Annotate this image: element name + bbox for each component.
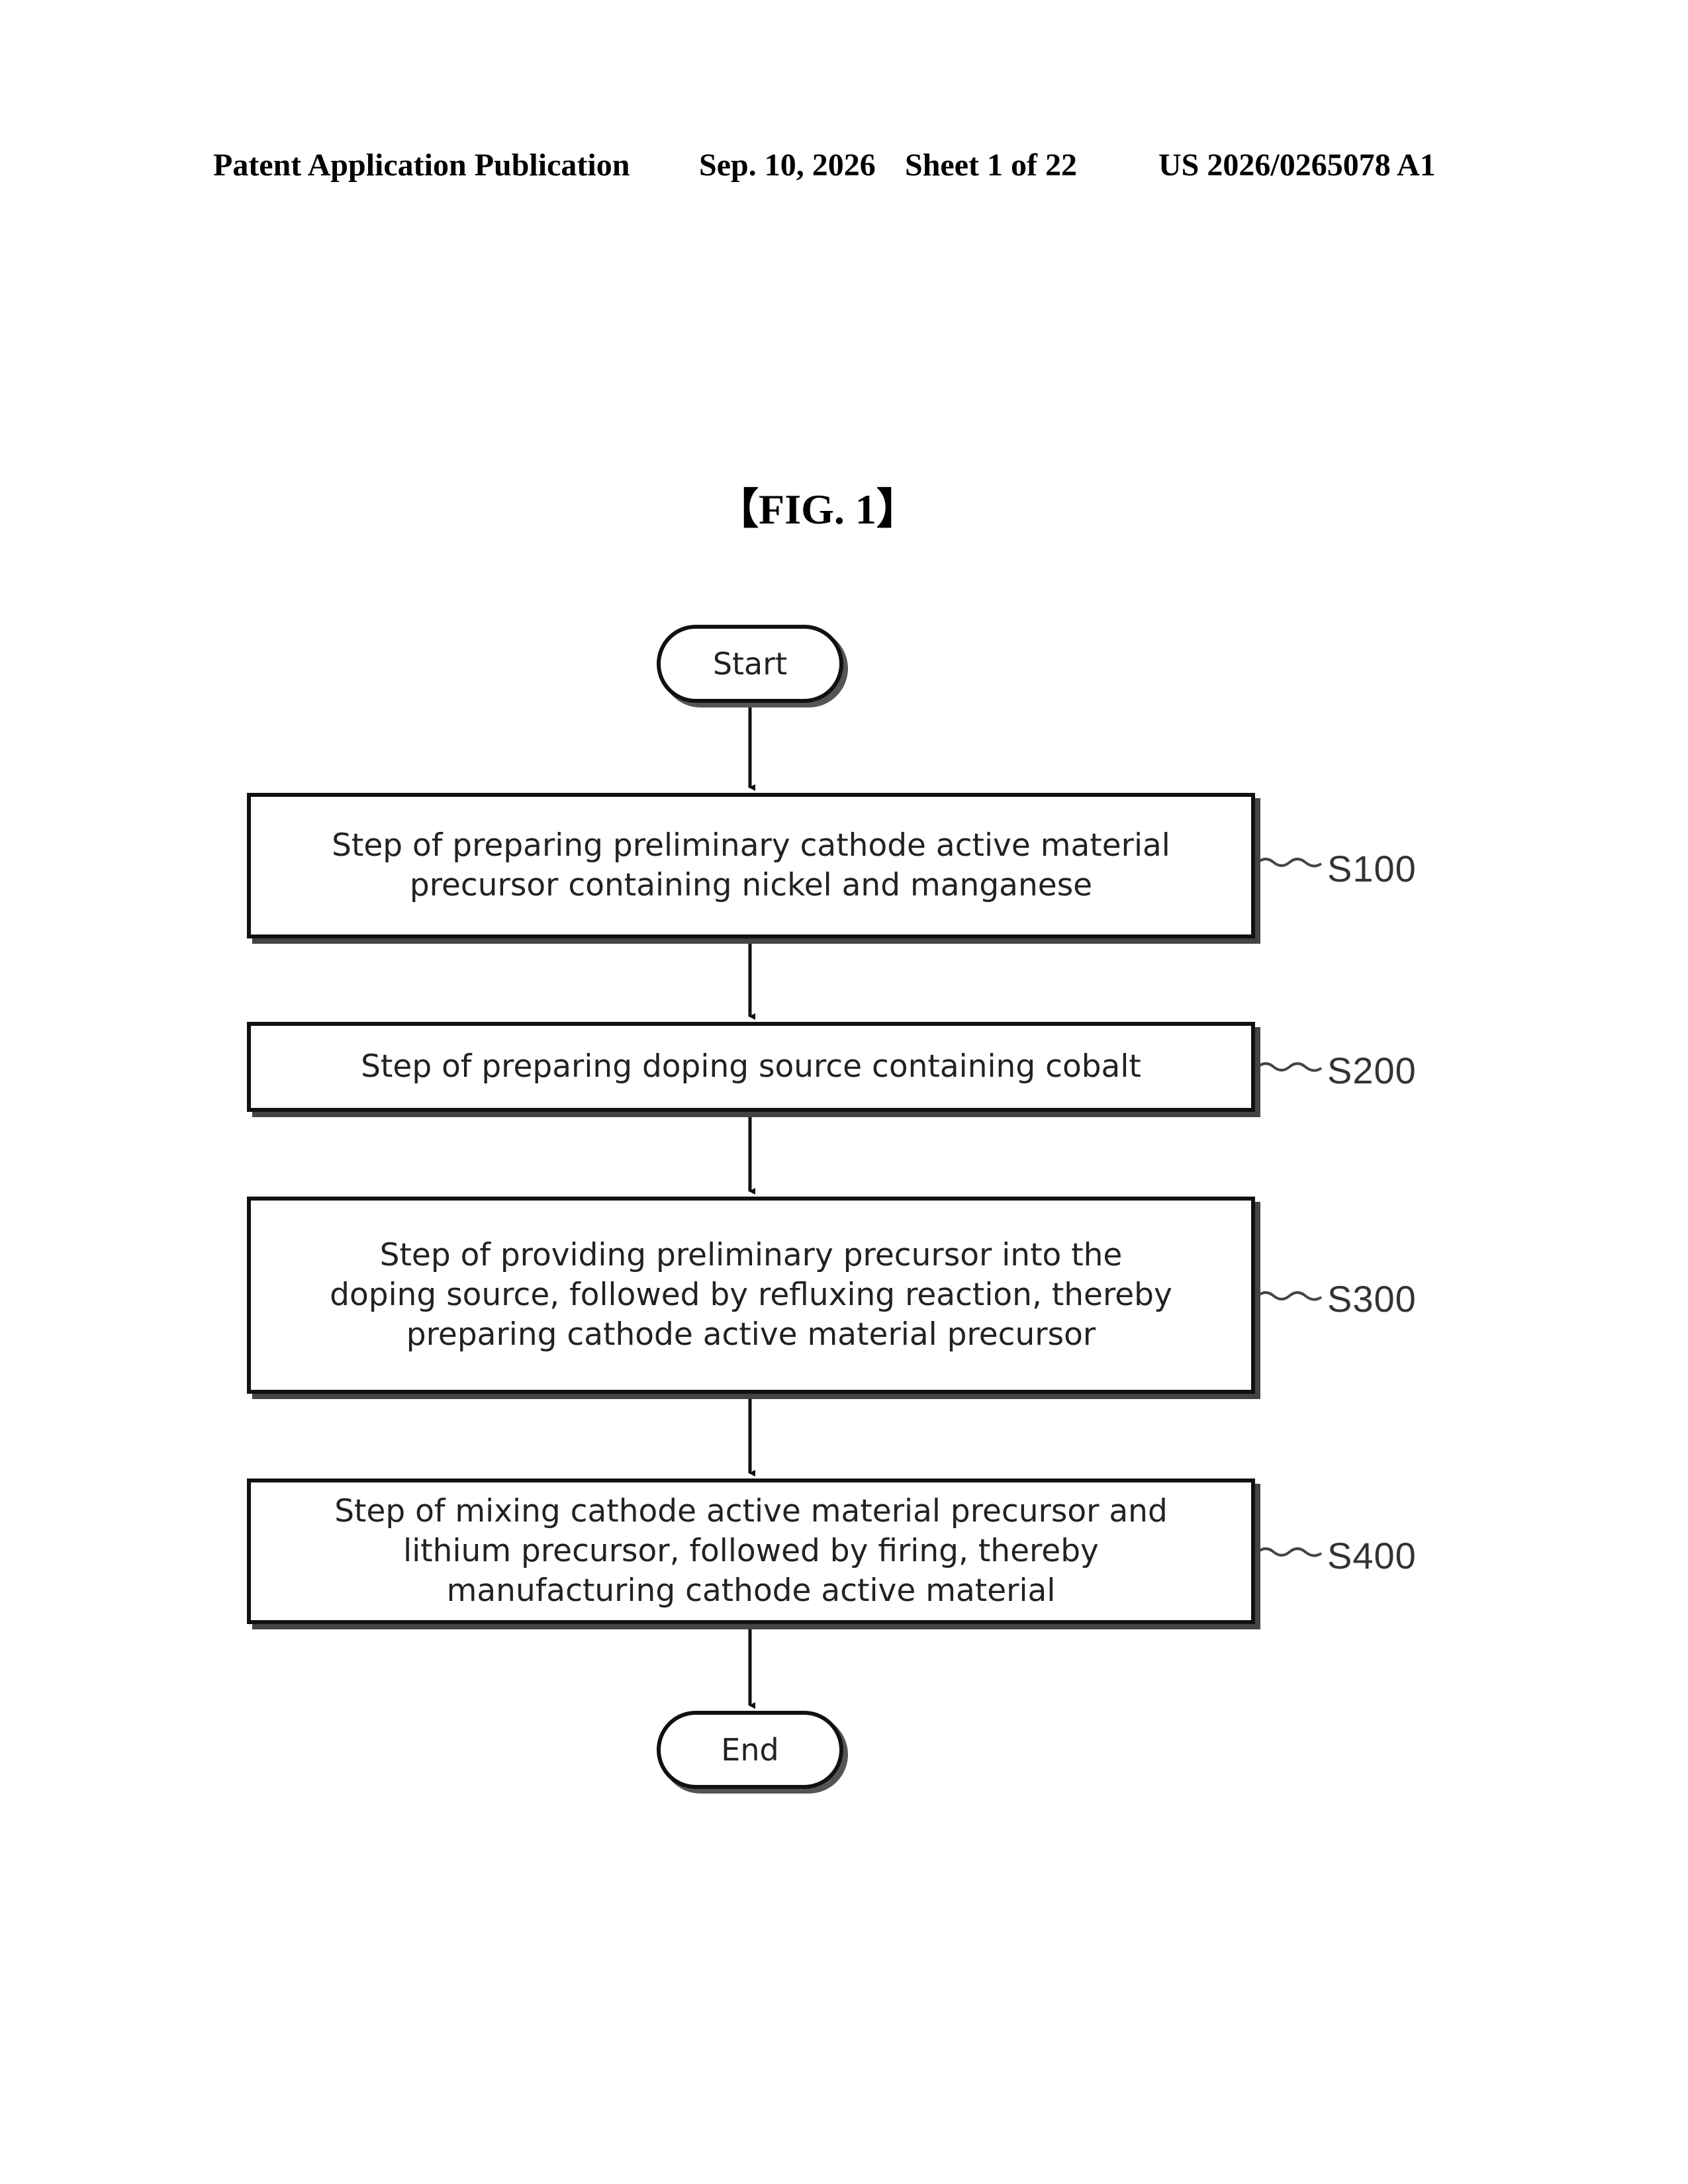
step-box-s100: Step of preparing preliminary cathode ac… bbox=[247, 793, 1255, 938]
step-box-s200: Step of preparing doping source containi… bbox=[247, 1022, 1255, 1112]
ref-label-s200: S200 bbox=[1327, 1049, 1417, 1092]
step-text-s200: Step of preparing doping source containi… bbox=[361, 1047, 1141, 1087]
leader-s400 bbox=[1258, 1549, 1321, 1556]
start-terminal: Start bbox=[657, 625, 843, 703]
leader-s100 bbox=[1258, 859, 1321, 866]
step-box-s400: Step of mixing cathode active material p… bbox=[247, 1479, 1255, 1624]
end-label: End bbox=[721, 1732, 778, 1768]
ref-label-s300: S300 bbox=[1327, 1277, 1417, 1320]
step-text-s400: Step of mixing cathode active material p… bbox=[291, 1492, 1211, 1611]
step-text-s100: Step of preparing preliminary cathode ac… bbox=[291, 826, 1211, 905]
end-terminal: End bbox=[657, 1711, 843, 1789]
step-box-s300: Step of providing preliminary precursor … bbox=[247, 1197, 1255, 1394]
ref-label-s400: S400 bbox=[1327, 1534, 1417, 1577]
leader-s300 bbox=[1258, 1293, 1321, 1300]
start-label: Start bbox=[713, 646, 787, 682]
ref-label-s100: S100 bbox=[1327, 847, 1417, 890]
leader-s200 bbox=[1258, 1064, 1321, 1071]
step-text-s300: Step of providing preliminary precursor … bbox=[324, 1236, 1178, 1355]
